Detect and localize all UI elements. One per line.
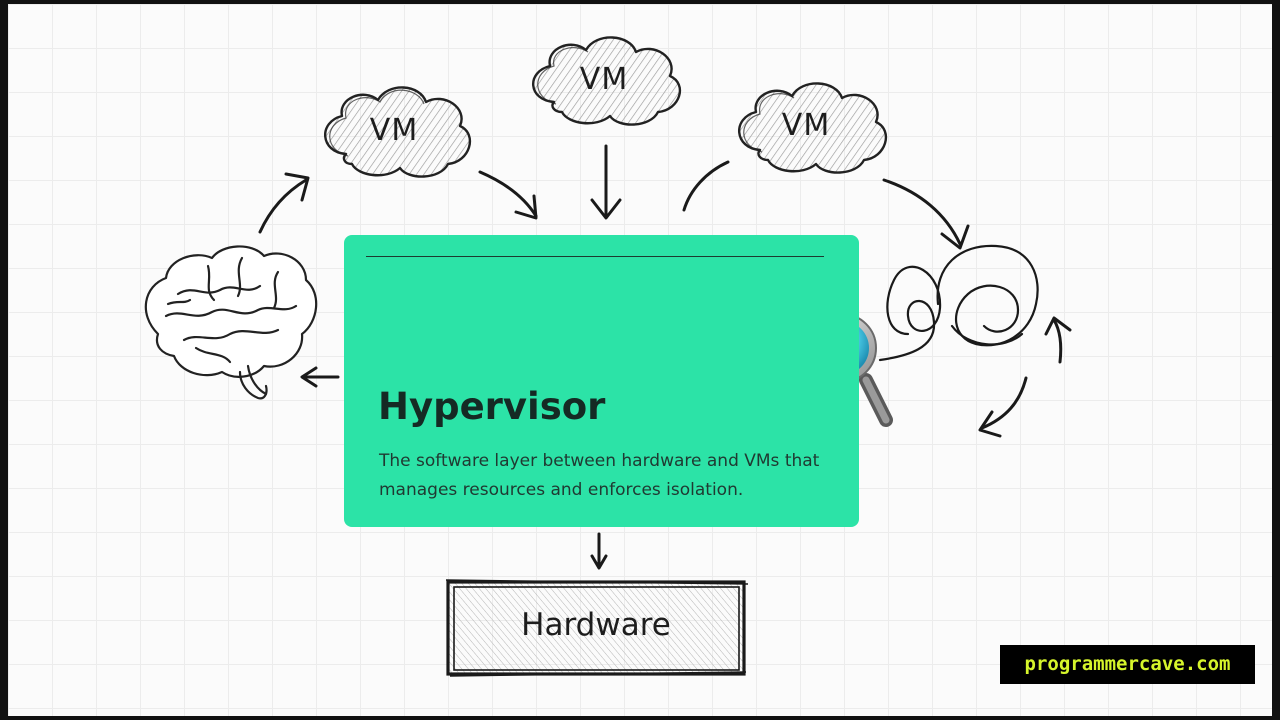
card-divider: [366, 256, 824, 257]
watermark-badge: programmercave.com: [1000, 645, 1255, 684]
arrow-vm-right-to-loop: [882, 178, 962, 246]
vm-cloud-right: [738, 82, 887, 174]
hardware-label: Hardware: [521, 607, 671, 643]
vm-cloud-left: [324, 86, 471, 178]
hardware-box: Hardware: [448, 582, 744, 674]
vm-label-right: VM: [781, 108, 831, 143]
diagram-canvas: VM VM VM Hypervisor The software layer b…: [8, 4, 1272, 716]
vm-cloud-top: [532, 36, 681, 126]
vm-label-left: VM: [369, 113, 419, 148]
hypervisor-card: Hypervisor The software layer between ha…: [344, 235, 859, 527]
vm-label-top: VM: [579, 62, 629, 97]
hypervisor-title: Hypervisor: [378, 385, 606, 428]
arrow-vm-right-to-hypervisor: [682, 160, 730, 212]
hardware-box-sketch: [445, 579, 749, 677]
brain-icon: [144, 245, 318, 400]
arrow-loop-up: [1052, 318, 1063, 364]
arrow-vm-left-to-hypervisor: [478, 170, 538, 218]
hypervisor-description: The software layer between hardware and …: [379, 451, 820, 500]
arrow-brain-to-vm: [258, 178, 308, 234]
loop-scribble-icon: [878, 244, 1039, 362]
arrow-loop-down: [980, 376, 1028, 430]
